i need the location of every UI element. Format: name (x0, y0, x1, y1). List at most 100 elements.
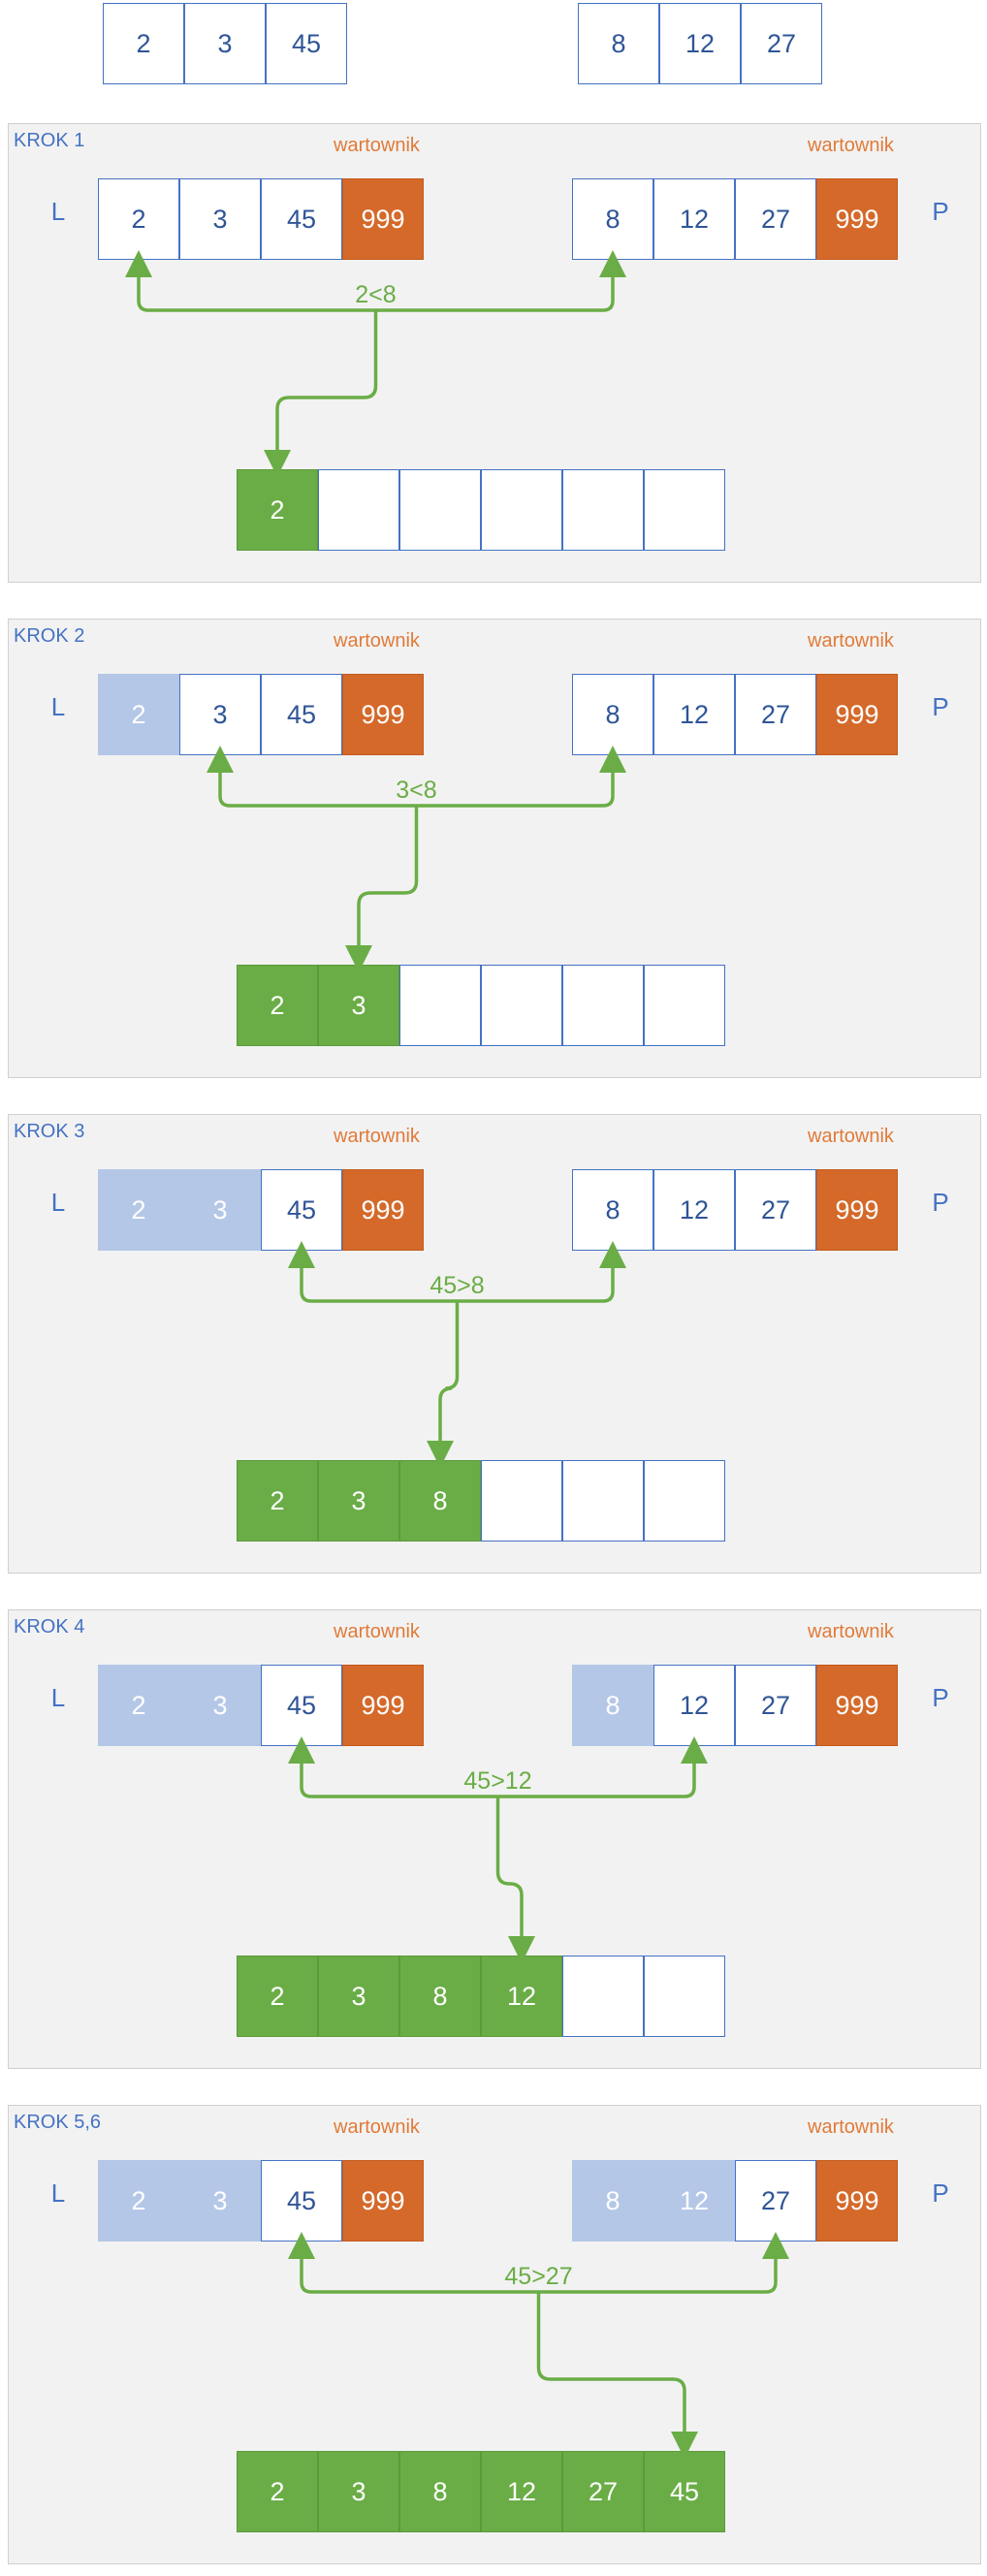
initial-left-cell: 45 (266, 3, 347, 84)
output-array-cell: 27 (562, 2451, 644, 2532)
right-array-cell: 12 (653, 1665, 735, 1746)
right-array-cell: 999 (816, 674, 898, 755)
left-array-label: L (50, 197, 66, 226)
output-array-cell (481, 965, 562, 1046)
sentinel-label-left: wartownik (334, 1621, 420, 1642)
sentinel-label-right: wartownik (808, 135, 894, 156)
sentinel-label-right: wartownik (808, 630, 894, 652)
left-array-cell: 45 (261, 2160, 342, 2242)
right-array-label: P (932, 2178, 949, 2208)
comparison-label: 45>8 (430, 1272, 485, 1299)
output-array-cell (481, 469, 562, 551)
output-array-cell (318, 469, 399, 551)
right-array-cell: 999 (816, 2160, 898, 2242)
right-array-cell: 8 (572, 674, 653, 755)
left-array-cell: 3 (179, 2160, 261, 2242)
output-array-cell (562, 1460, 644, 1542)
left-array-label: L (50, 692, 66, 721)
right-array-cell: 8 (572, 1665, 653, 1746)
output-array-cell (399, 469, 481, 551)
step-title: KROK 5,6 (14, 2112, 102, 2133)
initial-right-cell: 12 (659, 3, 741, 84)
comparison-label: 45>12 (463, 1767, 532, 1795)
output-array-cell: 2 (237, 1956, 318, 2037)
right-array-cell: 27 (735, 2160, 816, 2242)
right-array-cell: 12 (653, 1169, 735, 1251)
sentinel-label-right: wartownik (808, 1126, 894, 1147)
right-array-cell: 999 (816, 1665, 898, 1746)
output-array-cell: 3 (318, 965, 399, 1046)
sentinel-label-left: wartownik (334, 135, 420, 156)
right-array-cell: 12 (653, 2160, 735, 2242)
right-array-label: P (932, 1683, 949, 1712)
sentinel-label-right: wartownik (808, 1621, 894, 1642)
step-title: KROK 1 (14, 130, 85, 151)
left-array-cell: 45 (261, 674, 342, 755)
right-array-cell: 27 (735, 178, 816, 260)
output-array-cell: 8 (399, 2451, 481, 2532)
step-title: KROK 2 (14, 625, 85, 647)
left-array-cell: 999 (342, 2160, 424, 2242)
left-array-cell: 2 (98, 1169, 179, 1251)
left-array-label: L (50, 2178, 66, 2208)
output-array-cell (644, 965, 725, 1046)
left-array-cell: 45 (261, 1665, 342, 1746)
comparison-label: 45>27 (504, 2263, 573, 2290)
output-array-cell (562, 965, 644, 1046)
output-array-cell (481, 1460, 562, 1542)
output-array-cell: 2 (237, 2451, 318, 2532)
left-array-cell: 45 (261, 178, 342, 260)
step-title: KROK 3 (14, 1121, 85, 1142)
output-array-cell: 2 (237, 469, 318, 551)
right-array-cell: 12 (653, 178, 735, 260)
initial-left-cell: 3 (184, 3, 266, 84)
right-array-cell: 8 (572, 1169, 653, 1251)
output-array-cell: 12 (481, 1956, 562, 2037)
output-array-cell (562, 1956, 644, 2037)
left-array-cell: 999 (342, 178, 424, 260)
sentinel-label-right: wartownik (808, 2116, 894, 2138)
left-array-cell: 2 (98, 2160, 179, 2242)
right-array-cell: 8 (572, 178, 653, 260)
right-array-cell: 999 (816, 1169, 898, 1251)
left-array-label: L (50, 1683, 66, 1712)
comparison-label: 3<8 (396, 777, 437, 804)
right-array-cell: 12 (653, 674, 735, 755)
right-array-label: P (932, 197, 949, 226)
output-array-cell (644, 469, 725, 551)
left-array-cell: 3 (179, 178, 261, 260)
output-array-cell (562, 469, 644, 551)
right-array-cell: 27 (735, 1665, 816, 1746)
output-array-cell: 8 (399, 1460, 481, 1542)
output-array-cell: 3 (318, 1460, 399, 1542)
right-array-label: P (932, 1188, 949, 1217)
output-array-cell: 2 (237, 1460, 318, 1542)
right-array-cell: 999 (816, 178, 898, 260)
left-array-cell: 3 (179, 1665, 261, 1746)
right-array-cell: 27 (735, 674, 816, 755)
right-array-cell: 27 (735, 1169, 816, 1251)
sentinel-label-left: wartownik (334, 2116, 420, 2138)
output-array-cell (644, 1956, 725, 2037)
sentinel-label-left: wartownik (334, 1126, 420, 1147)
left-array-label: L (50, 1188, 66, 1217)
step-title: KROK 4 (14, 1616, 85, 1638)
left-array-cell: 45 (261, 1169, 342, 1251)
left-array-cell: 2 (98, 178, 179, 260)
left-array-cell: 999 (342, 1169, 424, 1251)
output-array-cell: 8 (399, 1956, 481, 2037)
left-array-cell: 3 (179, 674, 261, 755)
initial-left-cell: 2 (103, 3, 184, 84)
right-array-cell: 8 (572, 2160, 653, 2242)
right-array-label: P (932, 692, 949, 721)
output-array-cell (399, 965, 481, 1046)
initial-right-cell: 27 (741, 3, 822, 84)
initial-right-cell: 8 (578, 3, 659, 84)
left-array-cell: 2 (98, 1665, 179, 1746)
sentinel-label-left: wartownik (334, 630, 420, 652)
left-array-cell: 2 (98, 674, 179, 755)
left-array-cell: 999 (342, 1665, 424, 1746)
output-array-cell: 45 (644, 2451, 725, 2532)
output-array-cell (644, 1460, 725, 1542)
output-array-cell: 12 (481, 2451, 562, 2532)
